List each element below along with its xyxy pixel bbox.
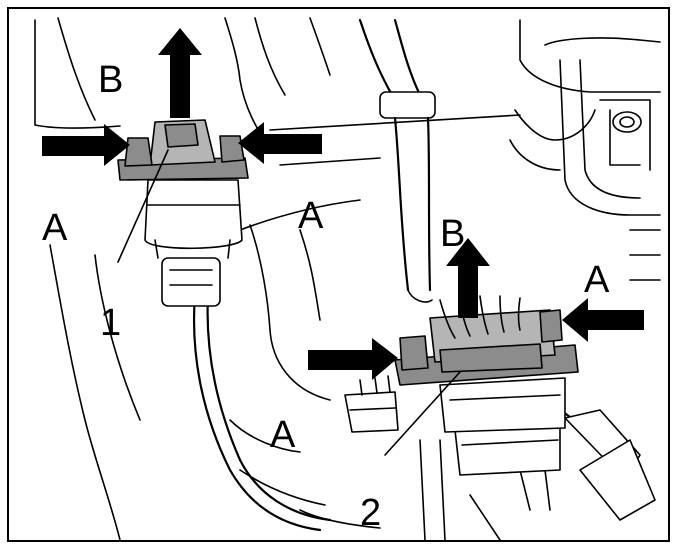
label-2: 2	[360, 492, 381, 534]
leader-lines	[117, 149, 461, 456]
arrow-a-left-right	[562, 298, 644, 342]
label-b-top-left: B	[98, 59, 123, 101]
arrow-a-right-left	[42, 124, 130, 166]
label-a-left: A	[42, 207, 68, 249]
arrow-b-up-left	[158, 28, 202, 118]
background-structure	[34, 17, 661, 541]
label-a-middle: A	[298, 195, 324, 237]
arrow-b-up-right	[446, 238, 490, 318]
arrow-a-left-left	[238, 122, 322, 164]
arrow-a-right-right	[308, 338, 398, 380]
label-1: 1	[100, 302, 121, 344]
label-a-right: A	[584, 259, 610, 301]
label-a-bottom: A	[270, 414, 296, 456]
label-b-right: B	[440, 213, 465, 255]
connector-2	[394, 295, 656, 521]
